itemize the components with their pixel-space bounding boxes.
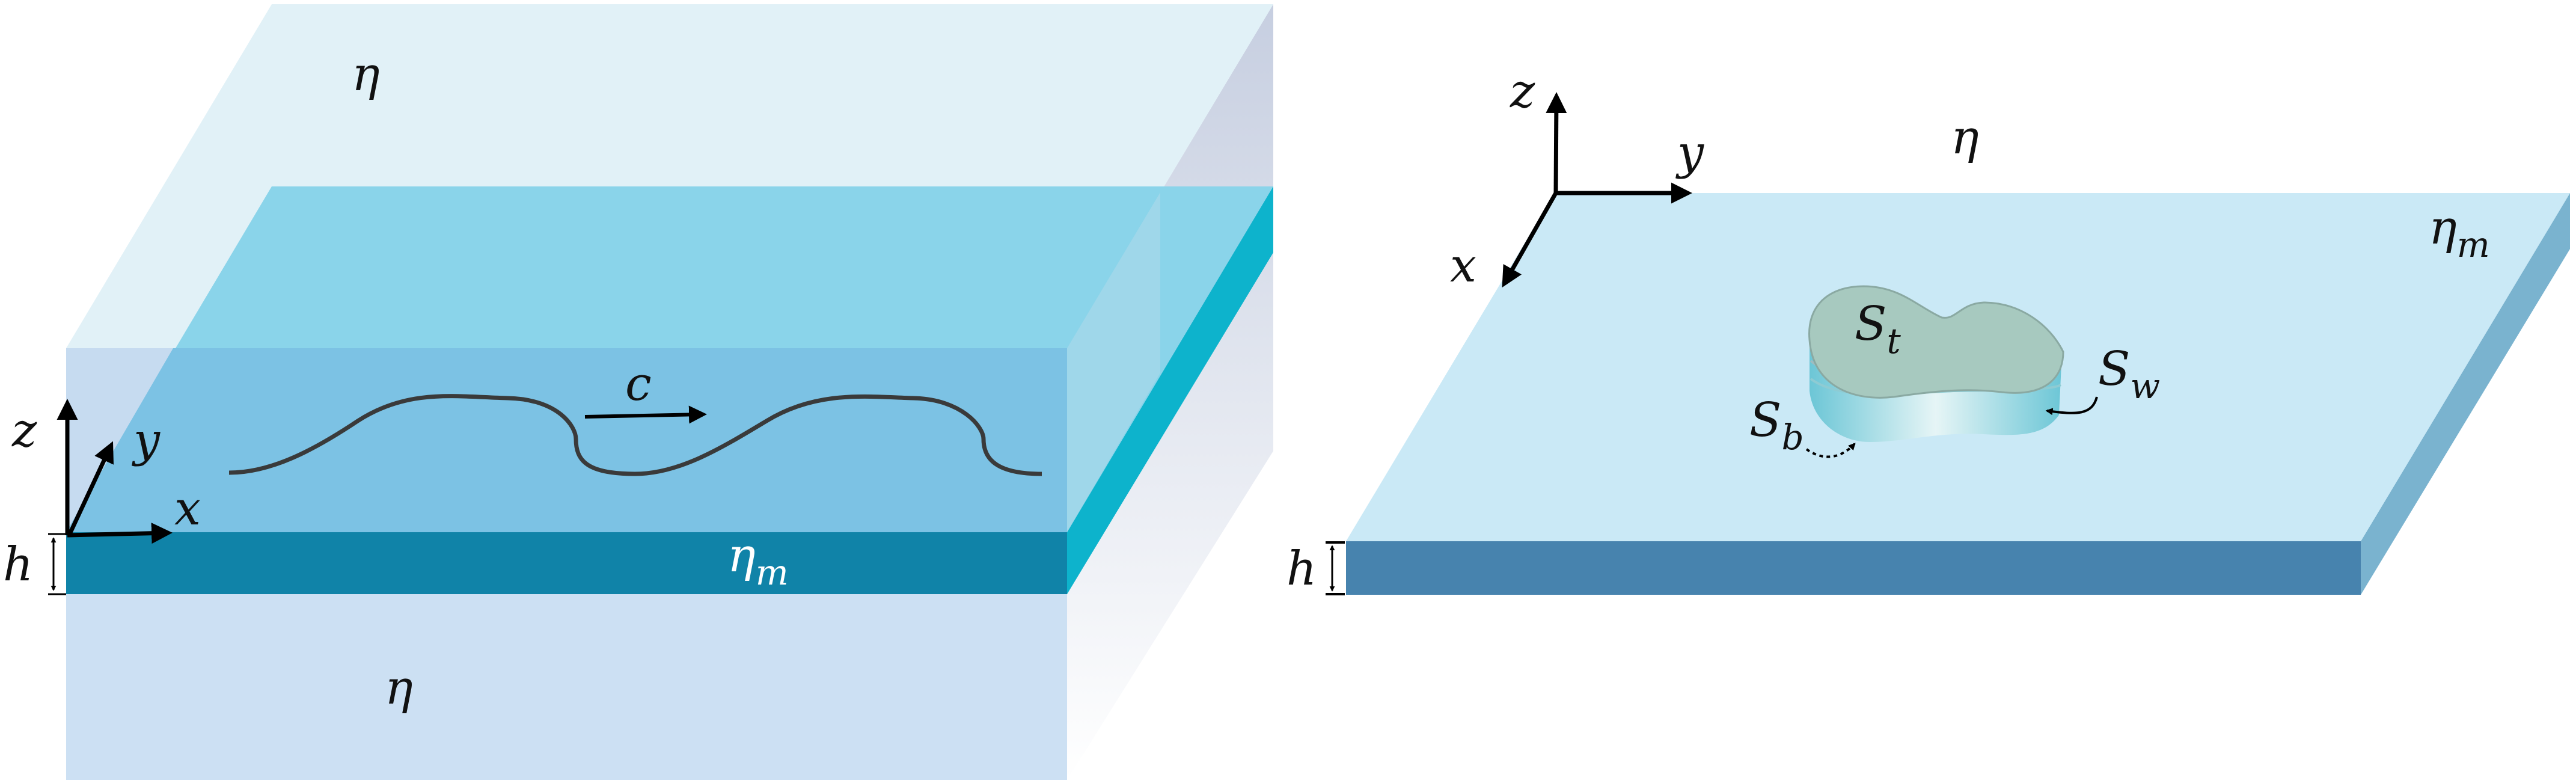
- wave-speed-label: c: [625, 357, 652, 411]
- membrane-overlap-region: [66, 348, 1067, 532]
- left-thickness-indicator: [48, 533, 66, 595]
- left-x-axis-label: x: [174, 482, 201, 536]
- top-fluid-viscosity-label: η: [352, 48, 380, 102]
- left-axes-triad: [57, 399, 173, 544]
- wall-surface-label: Sw: [2098, 342, 2160, 407]
- right-x-axis-label: x: [1450, 239, 1476, 293]
- membrane-side-face: [1067, 186, 1273, 594]
- membrane-side-face: [2361, 193, 2570, 595]
- right-thickness-label: h: [1286, 542, 1317, 596]
- left-y-axis-label: y: [132, 413, 161, 467]
- right-panel-membrane-inclusion: St Sw Sb z y x η ηm h: [1286, 64, 2570, 596]
- top-fluid-side-face: [1067, 192, 1160, 532]
- right-thickness-indicator: [1326, 541, 1345, 595]
- membrane-viscosity-label: ηm: [727, 529, 789, 593]
- top-surface-label: St: [1855, 297, 1901, 361]
- fluid-viscosity-label: η: [1951, 111, 1979, 165]
- wave-direction-arrow: [584, 405, 707, 424]
- bottom-surface-label: Sb: [1749, 393, 1804, 458]
- membrane-front-face: [1346, 541, 2361, 595]
- traveling-wave-curve: [228, 394, 1042, 476]
- inclusion: [1808, 285, 2064, 442]
- right-axes-triad: [1502, 92, 1692, 288]
- inclusion-top-surface: [1808, 285, 2064, 399]
- left-panel-membrane-wave: c z y x h η η ηm: [3, 4, 1273, 780]
- left-z-axis-label: z: [11, 404, 37, 458]
- wall-pointer-arrow: [2045, 396, 2098, 416]
- membrane-front-face: [66, 532, 1067, 594]
- bottom-fluid-front-face: [66, 594, 1067, 780]
- left-thickness-label: h: [3, 538, 33, 592]
- right-y-axis-label: y: [1675, 126, 1704, 180]
- membrane-viscosity-label: ηm: [2429, 201, 2490, 265]
- right-z-axis-label: z: [1510, 64, 1535, 118]
- bottom-fluid-viscosity-label: η: [385, 661, 413, 715]
